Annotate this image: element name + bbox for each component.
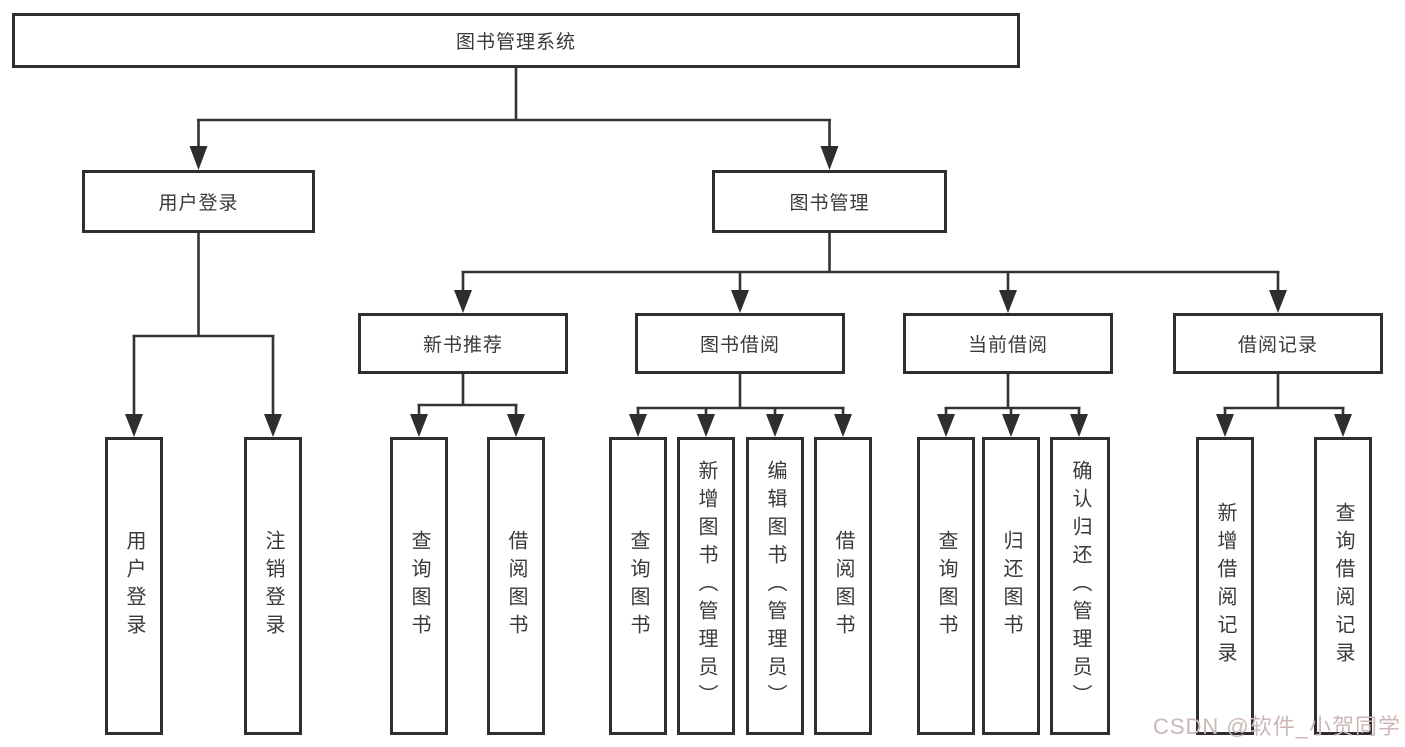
leaf-return-books: 归还图书	[982, 437, 1040, 735]
node-new-book-recommend: 新书推荐	[358, 313, 568, 374]
watermark: CSDN @软件_小贺同学	[1152, 714, 1401, 739]
node-current-borrow: 当前借阅	[903, 313, 1113, 374]
leaf-confirm-return-admin: 确认归还（管理员）	[1050, 437, 1110, 735]
node-borrow-records: 借阅记录	[1173, 313, 1383, 374]
leaf-logout: 注销登录	[244, 437, 302, 735]
leaf-query-books-recommend: 查询图书	[390, 437, 448, 735]
leaf-edit-books-admin: 编辑图书（管理员）	[746, 437, 804, 735]
leaf-add-borrow-record: 新增借阅记录	[1196, 437, 1254, 735]
arrowheads	[125, 146, 1352, 437]
leaf-borrow-books: 借阅图书	[814, 437, 872, 735]
node-root-system: 图书管理系统	[12, 13, 1020, 68]
node-book-management: 图书管理	[712, 170, 947, 233]
leaf-borrow-books-recommend: 借阅图书	[487, 437, 545, 735]
leaf-query-books-current: 查询图书	[917, 437, 975, 735]
node-user-login: 用户登录	[82, 170, 315, 233]
leaf-add-books-admin: 新增图书（管理员）	[677, 437, 735, 735]
node-book-borrow: 图书借阅	[635, 313, 845, 374]
leaf-query-books-borrow: 查询图书	[609, 437, 667, 735]
leaf-query-borrow-record: 查询借阅记录	[1314, 437, 1372, 735]
leaf-user-login: 用户登录	[105, 437, 163, 735]
